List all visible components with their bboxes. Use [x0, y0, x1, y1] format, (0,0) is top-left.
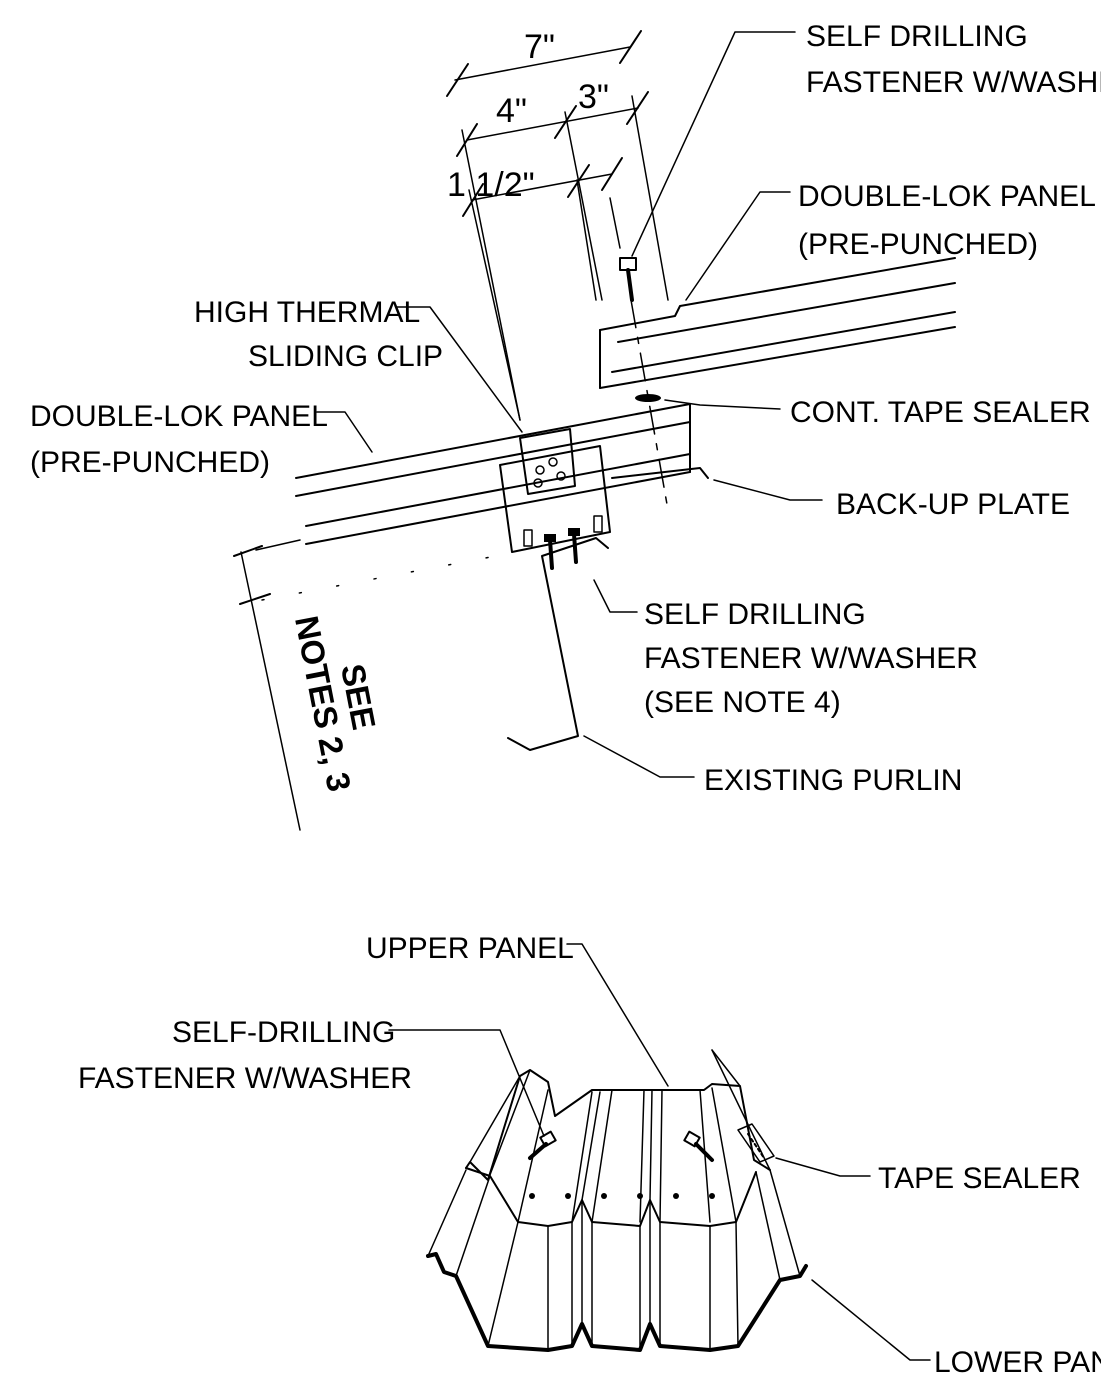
- iso-fastener-right-icon: [683, 1130, 714, 1162]
- isometric-panel-detail: UPPER PANEL SELF-DRILLING FASTENER W/WAS…: [78, 932, 1101, 1379]
- upper-panel-iso: [465, 1049, 771, 1227]
- upper-double-lok-panel: [599, 257, 956, 389]
- lower-panel-iso: [426, 1169, 808, 1352]
- label-self-drilling-mid-1: SELF DRILLING: [644, 598, 866, 631]
- label-self-drilling-top-1: SELF DRILLING: [806, 20, 1028, 53]
- dim-1-1-2in: 1 1/2": [447, 166, 535, 204]
- dim-4in: 4": [496, 92, 527, 130]
- label-upper-panel: UPPER PANEL: [366, 932, 574, 965]
- label-panel-upper-1: DOUBLE-LOK PANEL: [798, 180, 1096, 213]
- clip-fasteners: [544, 528, 580, 570]
- centerline: [630, 299, 669, 511]
- iso-fastener-left-icon: [528, 1130, 557, 1160]
- label-tape-sealer: TAPE SEALER: [878, 1162, 1081, 1195]
- label-panel-lower-2: (PRE-PUNCHED): [30, 446, 270, 479]
- leaders-top: [316, 31, 823, 778]
- label-clip-2: SLIDING CLIP: [248, 340, 443, 373]
- high-thermal-sliding-clip: [499, 428, 611, 553]
- label-lower-panel: LOWER PANEL: [934, 1346, 1101, 1379]
- label-self-drilling-mid-2: FASTENER W/WASHER: [644, 642, 978, 675]
- top-fastener-icon: [619, 257, 637, 302]
- lower-double-lok-panel: [295, 403, 709, 545]
- label-backup-plate: BACK-UP PLATE: [836, 488, 1070, 521]
- leaders-iso: [388, 943, 931, 1361]
- label-panel-lower-1: DOUBLE-LOK PANEL: [30, 400, 328, 433]
- iso-tape-sealer: [737, 1123, 775, 1163]
- notes-dimension: [233, 539, 497, 831]
- label-clip-1: HIGH THERMAL: [194, 296, 420, 329]
- label-self-drilling-iso-2: FASTENER W/WASHER: [78, 1062, 412, 1095]
- dim-3in: 3": [578, 78, 609, 116]
- label-cont-tape-sealer: CONT. TAPE SEALER: [790, 396, 1091, 429]
- label-self-drilling-mid-3: (SEE NOTE 4): [644, 686, 841, 719]
- label-existing-purlin: EXISTING PURLIN: [704, 764, 962, 797]
- section-detail: 7" 4" 3" 1 1/2": [30, 20, 1101, 831]
- cont-tape-sealer: [635, 394, 661, 402]
- label-self-drilling-iso-1: SELF-DRILLING: [172, 1016, 395, 1049]
- label-self-drilling-top-2: FASTENER W/WASHER: [806, 66, 1101, 99]
- existing-purlin: [507, 537, 609, 751]
- label-panel-upper-2: (PRE-PUNCHED): [798, 228, 1038, 261]
- dimension-lines: [446, 30, 669, 421]
- dim-7in: 7": [524, 28, 555, 66]
